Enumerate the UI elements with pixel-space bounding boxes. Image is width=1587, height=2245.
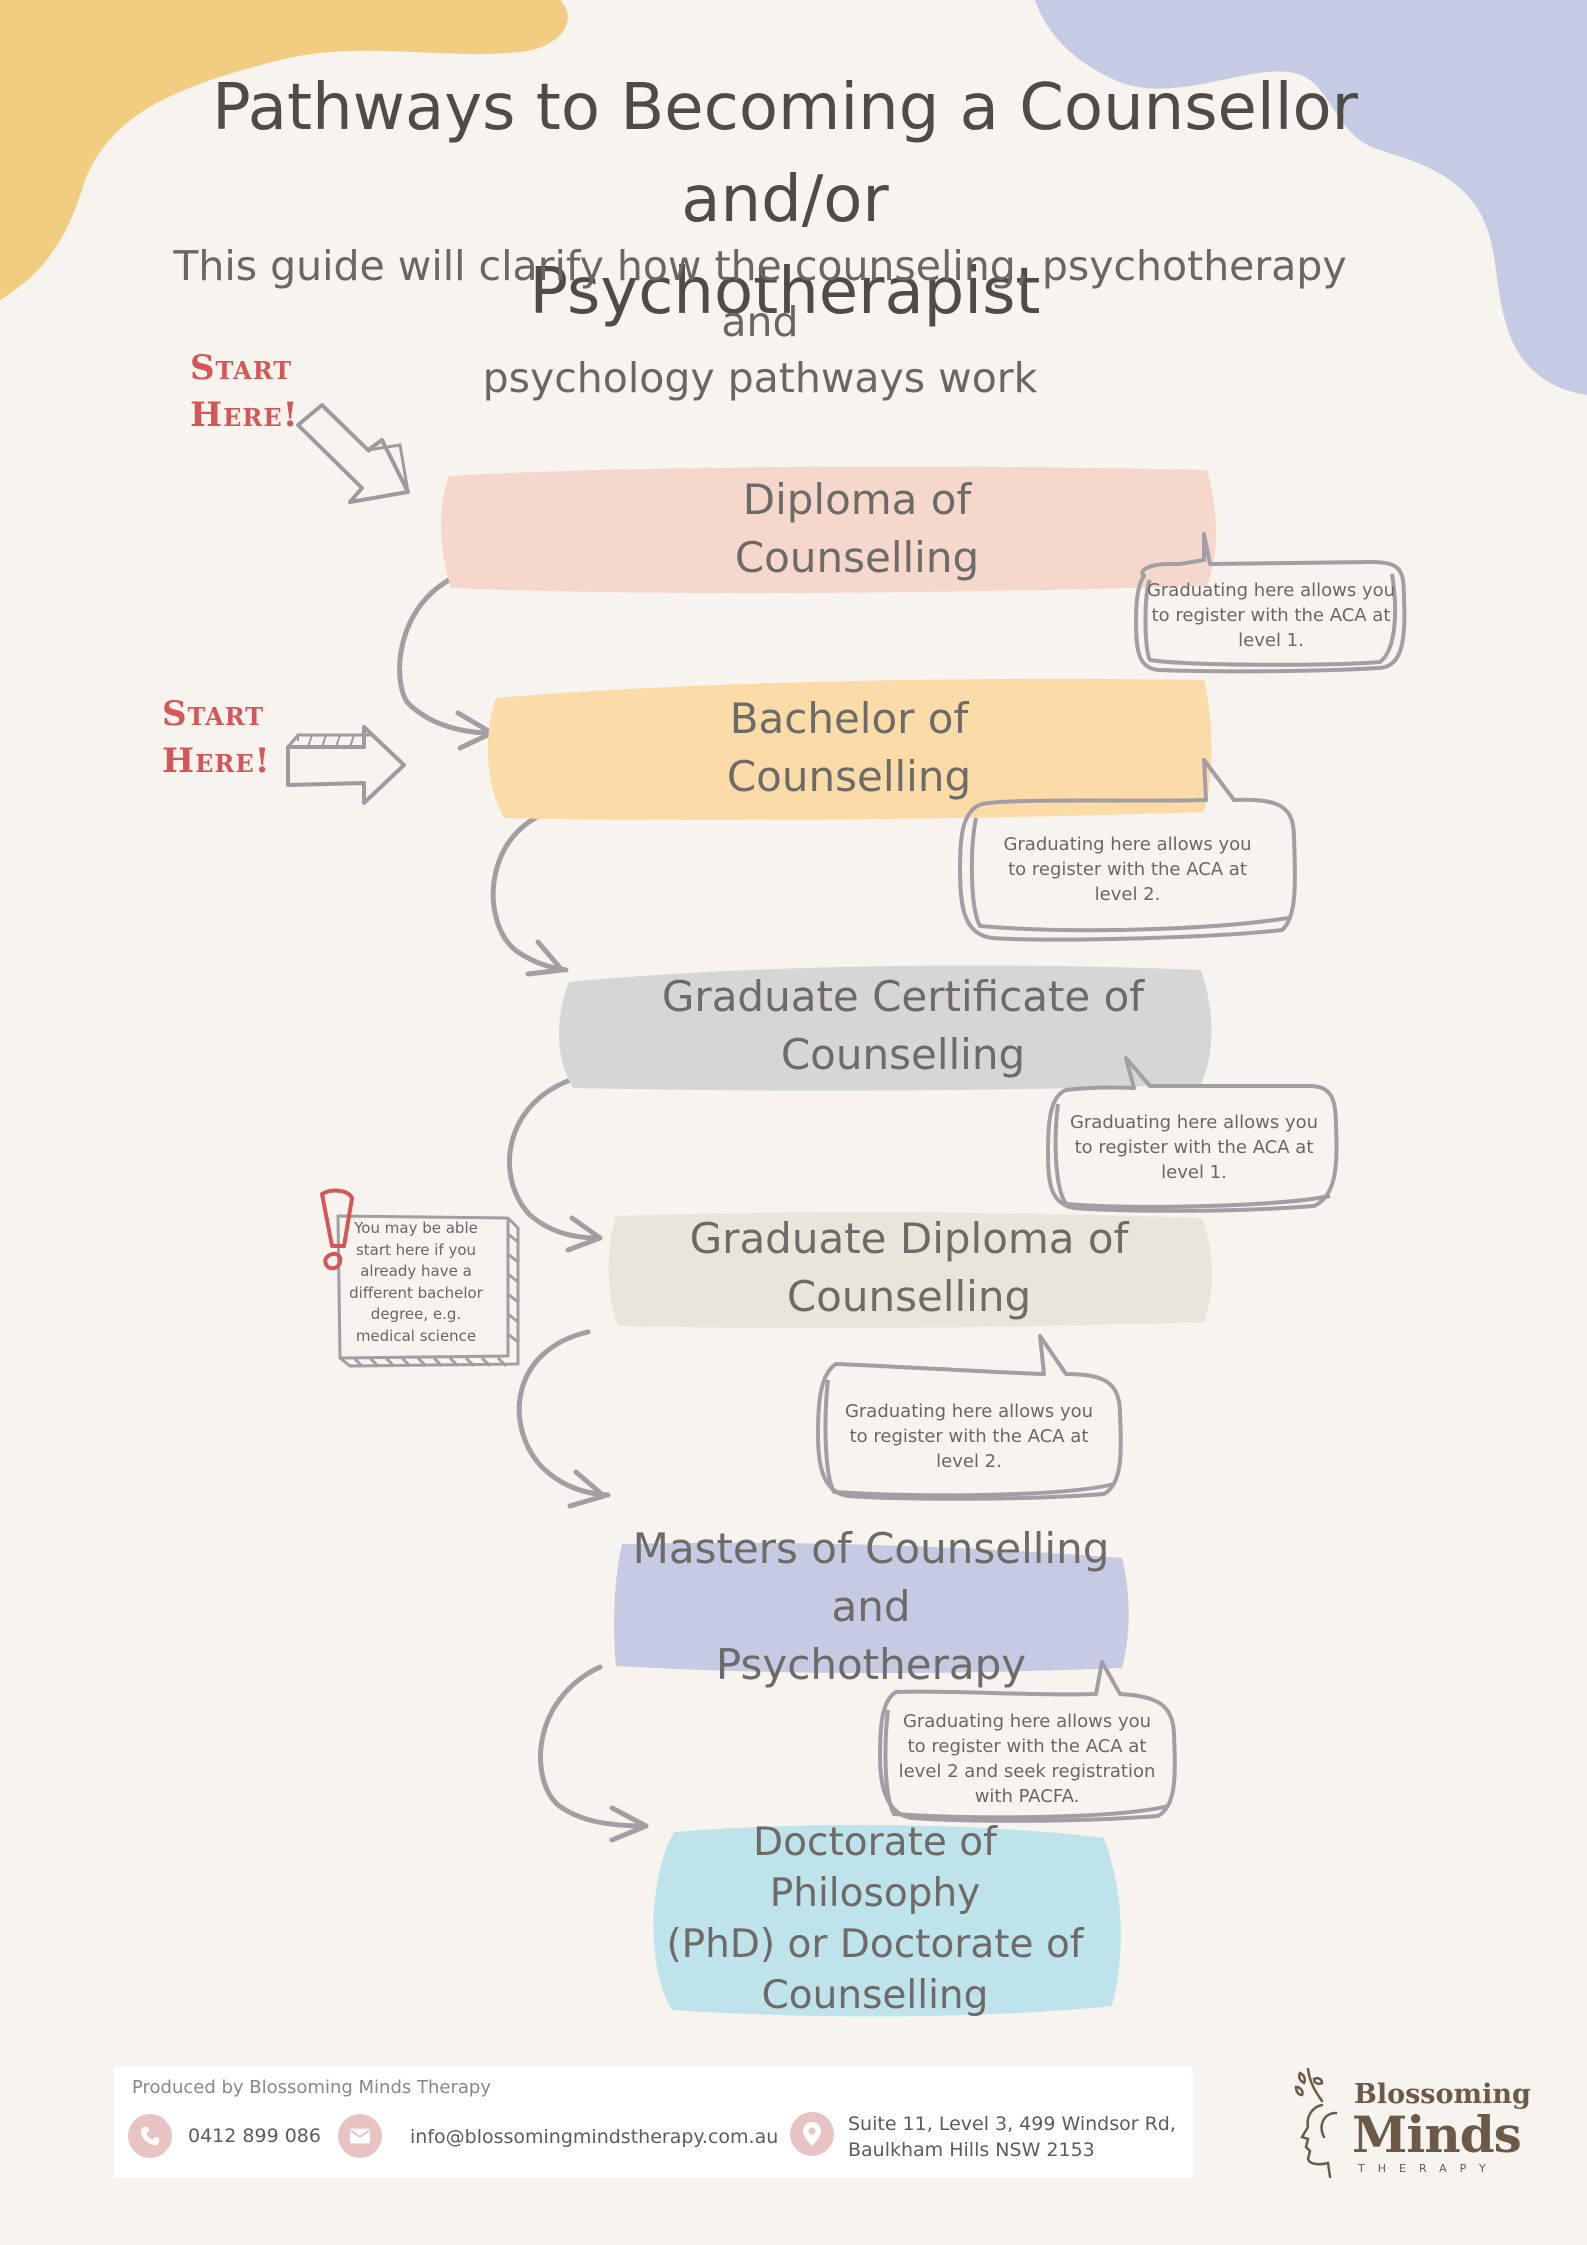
logo-face-branch-icon: [1294, 2067, 1338, 2179]
address-line-2: Baulkham Hills NSW 2153: [848, 2139, 1095, 2161]
start-arrow-right-icon: [286, 725, 406, 805]
start-arrow-diagonal-icon: [296, 403, 410, 504]
page-title-line-2: Psychotherapist: [529, 255, 1041, 329]
step-shape-6: [653, 1824, 1121, 2017]
step-shape-5: [614, 1542, 1129, 1673]
start-label-line-1: Start: [190, 348, 293, 388]
start-label-line-2: Here!: [162, 741, 271, 781]
start-label-line-1: Start: [162, 694, 265, 734]
note-box-shape: [336, 1214, 520, 1368]
yellow-corner-blob: [0, 0, 568, 300]
logo-wordmark-line-2: Minds: [1352, 2105, 1522, 2164]
address-line-1: Suite 11, Level 3, 499 Windsor Rd,: [848, 2113, 1176, 2135]
connector-arrow-5: [538, 1664, 649, 1829]
note-line: start here if you: [355, 1240, 477, 1259]
note-line: medical science: [355, 1326, 477, 1345]
exclamation-icon: [320, 1188, 354, 1271]
location-pin-icon: [790, 2112, 834, 2156]
speech-bubble-shape-1: [1134, 532, 1407, 674]
connector-arrow-4: [516, 1329, 611, 1498]
footer-contact-bar: Produced by Blossoming Minds Therapy 041…: [114, 2067, 1193, 2178]
connector-arrow-2: [490, 803, 575, 973]
mail-icon: [338, 2114, 382, 2158]
note-line: You may be able: [354, 1219, 478, 1237]
step-shape-3: [558, 965, 1212, 1091]
note-line: already have a: [360, 1262, 472, 1280]
logo-wordmark-line-3: THERAPY: [1358, 2162, 1499, 2175]
start-here-note: You may be able start here if you alread…: [340, 1218, 492, 1360]
start-here-label-1: Start Here!: [190, 345, 299, 439]
page-title-line-1: Pathways to Becoming a Counsellor and/or: [212, 71, 1358, 237]
phone-number-link[interactable]: 0412 899 086: [188, 2125, 321, 2147]
speech-bubble-shape-4: [816, 1334, 1123, 1501]
note-line: different bachelor: [349, 1283, 483, 1302]
connector-arrow-2-head: [525, 939, 565, 977]
start-here-label-2: Start Here!: [162, 691, 271, 785]
speech-bubble-shape-3: [1046, 1056, 1339, 1213]
page-subtitle-line-2: psychology pathways work: [482, 354, 1038, 402]
phone-icon: [128, 2114, 172, 2158]
blue-corner-blob: [1035, 0, 1587, 395]
page-title: Pathways to Becoming a Counsellor and/or…: [150, 62, 1420, 338]
page-subtitle-line-1: This guide will clarify how the counseli…: [173, 242, 1347, 346]
step-shape-1: [440, 466, 1217, 594]
page-subtitle: This guide will clarify how the counseli…: [150, 238, 1370, 406]
logo-wordmark-line-1: Blossoming: [1354, 2079, 1531, 2110]
email-link[interactable]: info@blossomingmindstherapy.com.au: [410, 2126, 779, 2148]
connector-arrow-1: [397, 569, 491, 736]
connector-arrow-4-head: [567, 1469, 607, 1509]
produced-by-text: Produced by Blossoming Minds Therapy: [132, 2077, 491, 2098]
speech-bubble-shape-2: [958, 758, 1297, 942]
step-label: Doctorate of Philosophy(PhD) or Doctorat…: [666, 1820, 1084, 2018]
connector-arrow-5-head: [609, 1805, 649, 1843]
start-label-line-2: Here!: [190, 395, 299, 435]
note-line: degree, e.g.: [370, 1305, 462, 1323]
connector-arrow-3-head: [565, 1215, 603, 1253]
blossoming-minds-logo: Blossoming Minds THERAPY: [1288, 2063, 1531, 2183]
step-shape-4: [608, 1212, 1212, 1329]
step-doctorate: Doctorate of Philosophy(PhD) or Doctorat…: [644, 1818, 1106, 2020]
step-shape-2: [487, 678, 1212, 820]
address-text: Suite 11, Level 3, 499 Windsor Rd, Baulk…: [848, 2111, 1176, 2163]
connector-arrow-3: [507, 1073, 601, 1241]
speech-bubble-shape-5: [878, 1660, 1177, 1823]
